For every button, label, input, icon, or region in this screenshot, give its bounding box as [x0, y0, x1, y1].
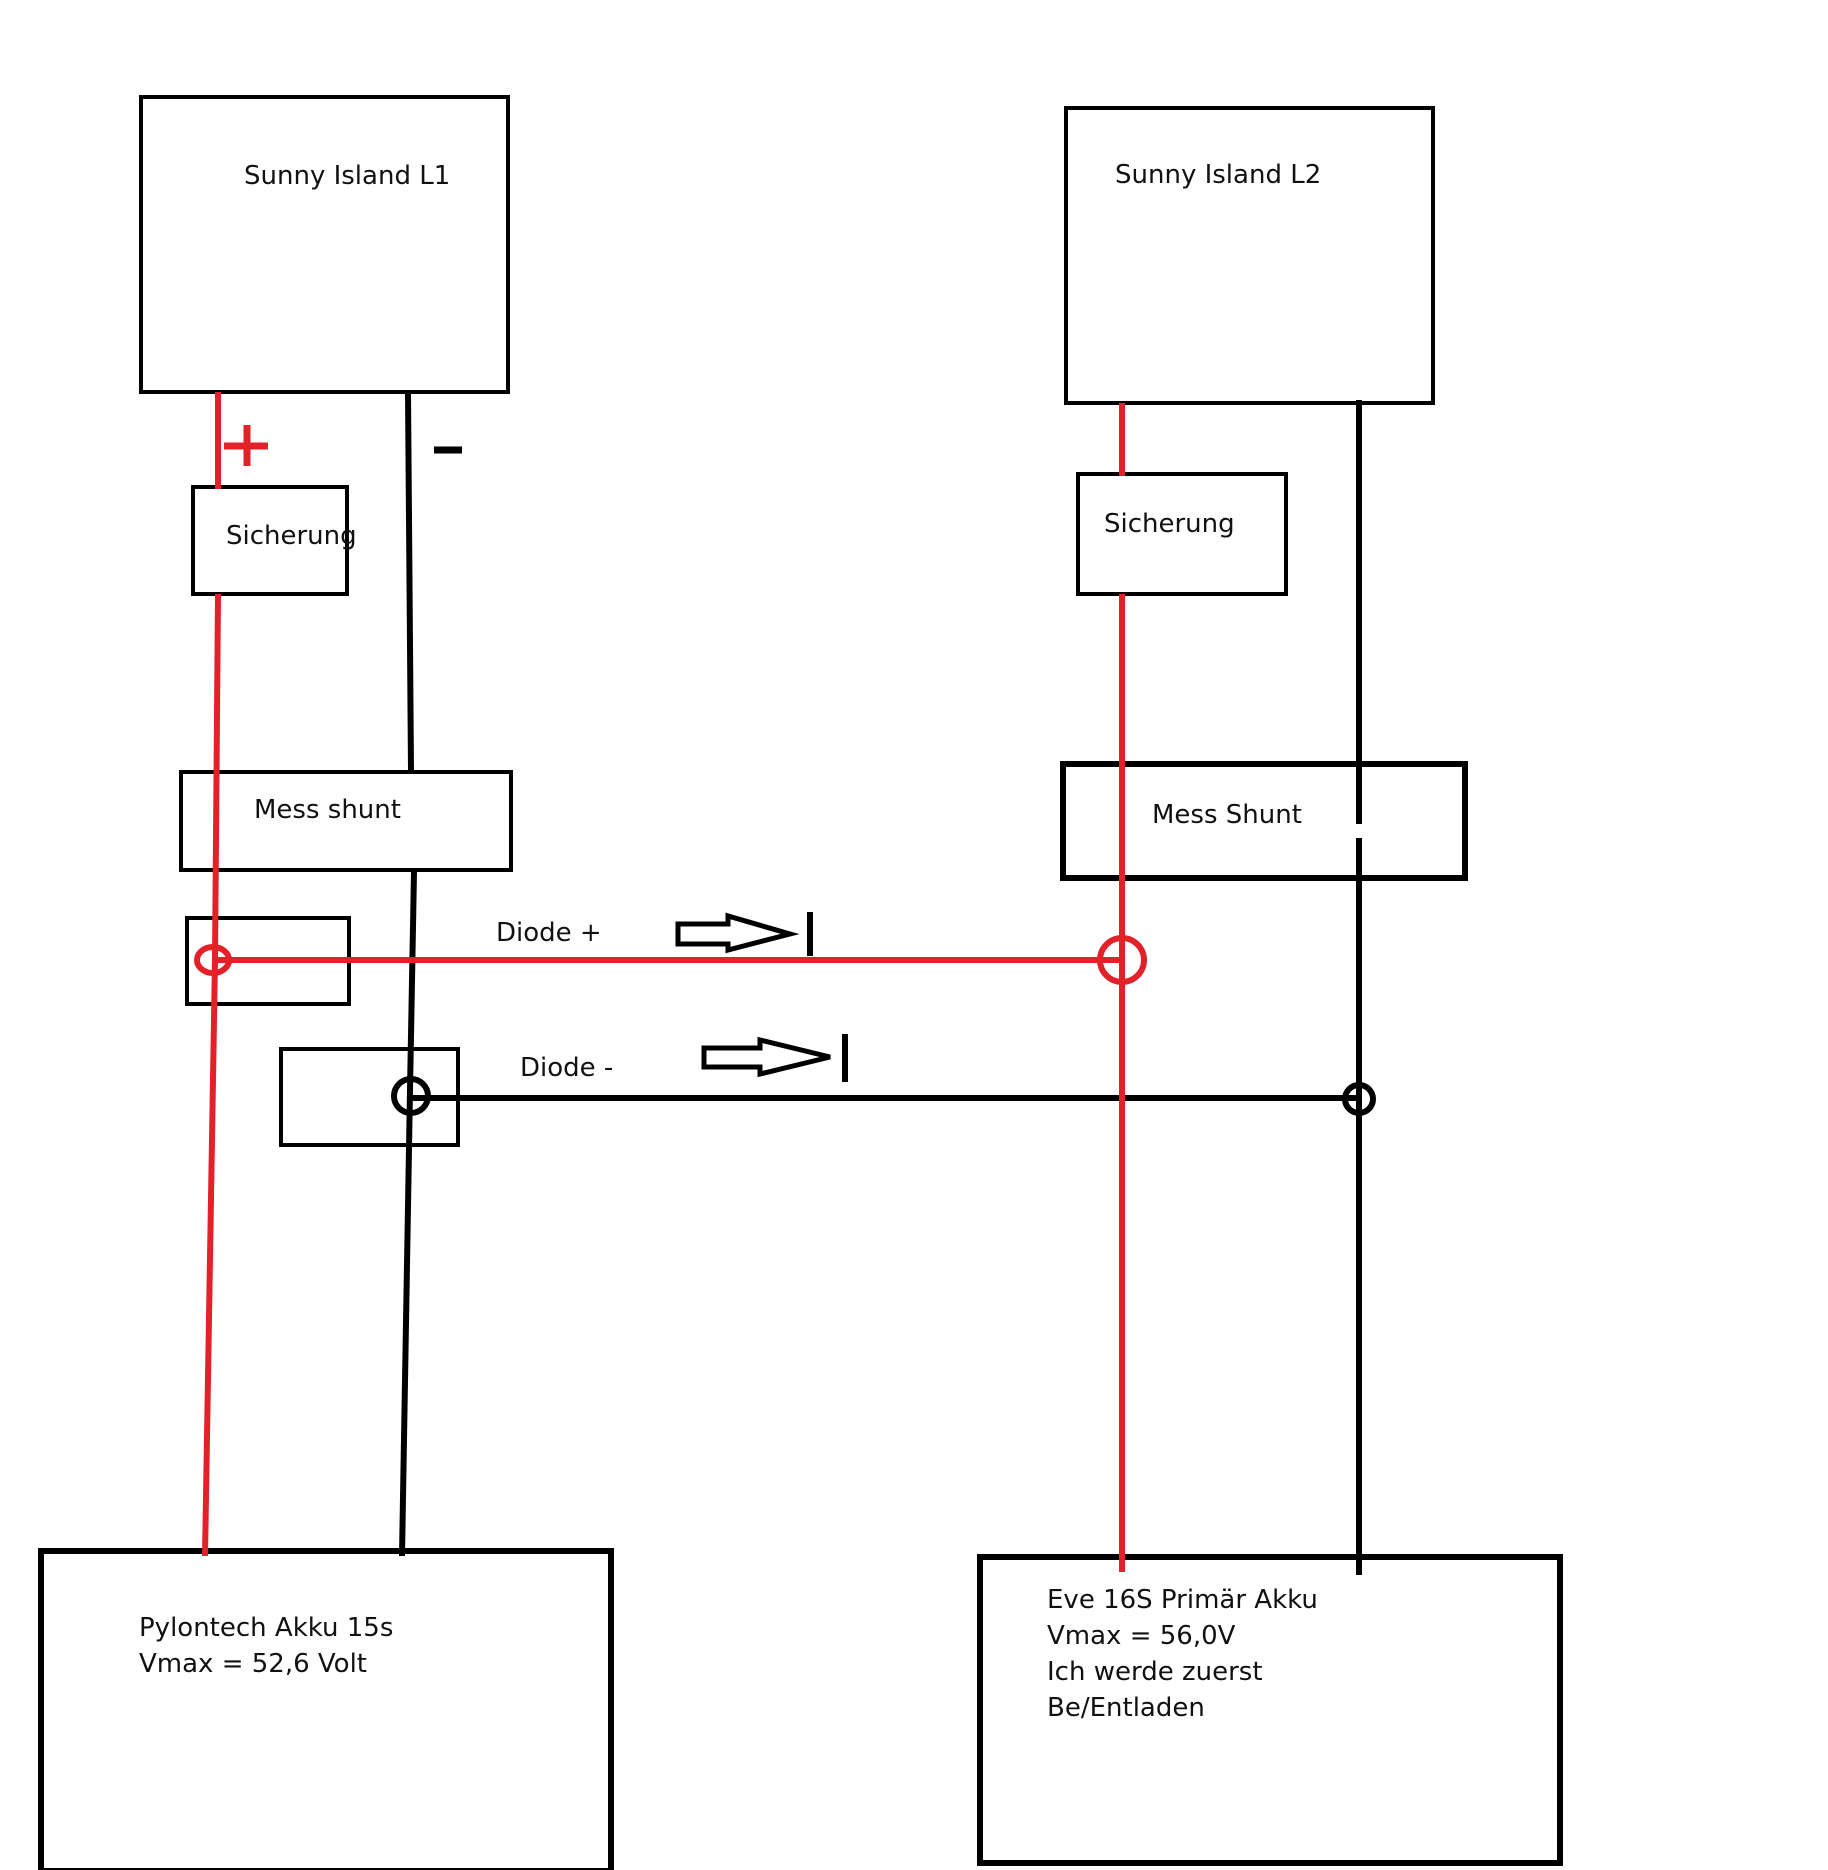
junction-negative-right — [1342, 1082, 1376, 1116]
negative-wire-left-lower — [399, 871, 417, 1557]
inverter-l1-box — [139, 95, 510, 394]
fuse-right-label: Sicherung — [1104, 509, 1235, 539]
fuse-left-box — [191, 485, 349, 596]
shunt-left-box — [179, 770, 513, 872]
polarity-minus-text: - — [432, 436, 464, 464]
diode-plus-arrow-icon — [675, 912, 800, 954]
shunt-right-box — [1060, 761, 1468, 881]
shunt-right-label: Mess Shunt — [1152, 800, 1302, 830]
inverter-l2-label: Sunny Island L2 — [1115, 160, 1322, 190]
polarity-plus-text: + — [226, 418, 270, 468]
battery-eve-label: Eve 16S Primär Akku Vmax = 56,0V Ich wer… — [1047, 1585, 1318, 1723]
diode-minus-label: Diode - — [520, 1053, 614, 1083]
diode-minus-arrow-icon — [701, 1036, 831, 1078]
inverter-l1-label: Sunny Island L1 — [244, 161, 451, 191]
shunt-left-label: Mess shunt — [254, 795, 401, 825]
junction-positive-right — [1097, 935, 1147, 985]
diode-plus-label: Diode + — [496, 918, 602, 948]
inverter-l2-box — [1064, 106, 1435, 405]
junction-negative-left — [391, 1076, 431, 1116]
negative-wire-l1 — [405, 393, 414, 771]
positive-wire-left-lower — [202, 593, 221, 1557]
fuse-right-box — [1076, 472, 1288, 596]
junction-positive-left — [194, 944, 232, 976]
battery-eve-box — [977, 1554, 1563, 1866]
fuse-left-label: Sicherung — [226, 521, 357, 551]
battery-pylontech-box — [38, 1548, 614, 1870]
battery-pylontech-label: Pylontech Akku 15s Vmax = 52,6 Volt — [139, 1613, 394, 1679]
